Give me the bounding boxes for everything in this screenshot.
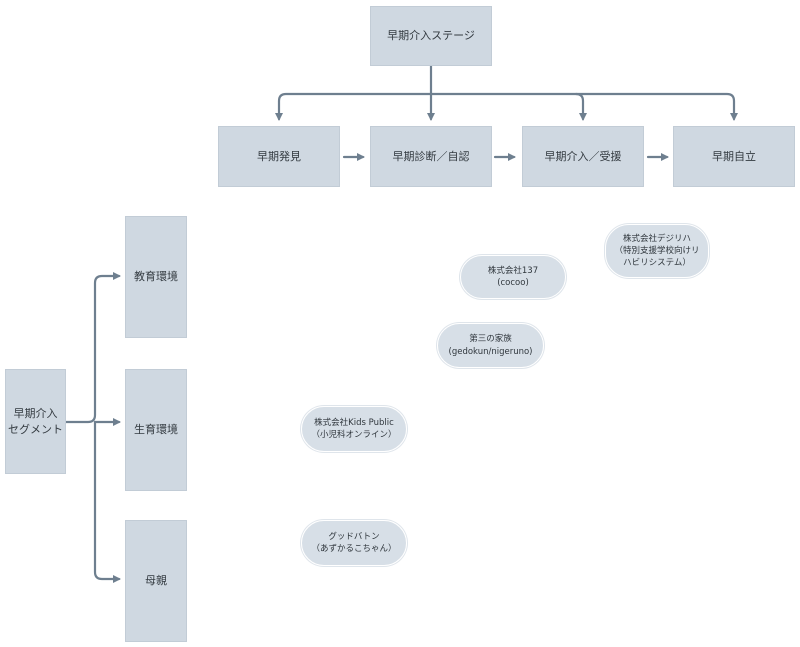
segment-item-upbringing: 生育環境: [125, 369, 187, 491]
stage-step-label: 早期自立: [712, 149, 756, 163]
org-pill-137: 株式会社137 (cocoo): [460, 255, 566, 299]
segment-item-education: 教育環境: [125, 216, 187, 338]
stage-tree-connector: [275, 64, 433, 121]
segment-tree-connector: [93, 420, 121, 583]
segment-item-label: 教育環境: [134, 270, 178, 284]
stage-tree-connector: [429, 92, 587, 121]
org-pill-label: 株式会社Kids Public （小児科オンライン）: [311, 417, 397, 440]
stage-title-box: 早期介入ステージ: [370, 6, 492, 66]
segment-title: 早期介入 セグメント: [8, 406, 63, 436]
stage-tree-connector: [574, 92, 738, 121]
stage-step-label: 早期診断／自認: [392, 149, 470, 163]
stage-step-label: 早期介入／受援: [544, 149, 622, 163]
segment-item-mother: 母親: [125, 520, 187, 642]
org-pill-digiriha: 株式会社デジリハ （特別支援学校向けリ ハビリシステム）: [605, 224, 709, 278]
stage-step-label: 早期発見: [257, 149, 301, 163]
segment-title-box: 早期介入 セグメント: [5, 369, 66, 474]
org-pill-label: 株式会社デジリハ （特別支援学校向けリ ハビリシステム）: [614, 233, 700, 269]
stage-step-early-independence: 早期自立: [673, 126, 795, 187]
stage-step-early-diagnosis: 早期診断／自認: [370, 126, 492, 187]
segment-tree-connector: [64, 272, 121, 424]
stage-step-early-intervention: 早期介入／受援: [522, 126, 644, 187]
segment-item-label: 母親: [145, 574, 167, 588]
org-pill-kids-public: 株式会社Kids Public （小児科オンライン）: [301, 406, 407, 452]
org-pill-label: 株式会社137 (cocoo): [487, 265, 539, 288]
org-pill-third-family: 第三の家族 (gedokun/nigeruno): [437, 323, 544, 368]
stage-title: 早期介入ステージ: [387, 29, 475, 43]
stage-step-early-detection: 早期発見: [218, 126, 340, 187]
org-pill-label: グッドバトン （あずかるこちゃん）: [311, 531, 397, 554]
org-pill-good-baton: グッドバトン （あずかるこちゃん）: [301, 520, 407, 566]
org-pill-label: 第三の家族 (gedokun/nigeruno): [448, 334, 533, 357]
segment-item-label: 生育環境: [134, 423, 178, 437]
